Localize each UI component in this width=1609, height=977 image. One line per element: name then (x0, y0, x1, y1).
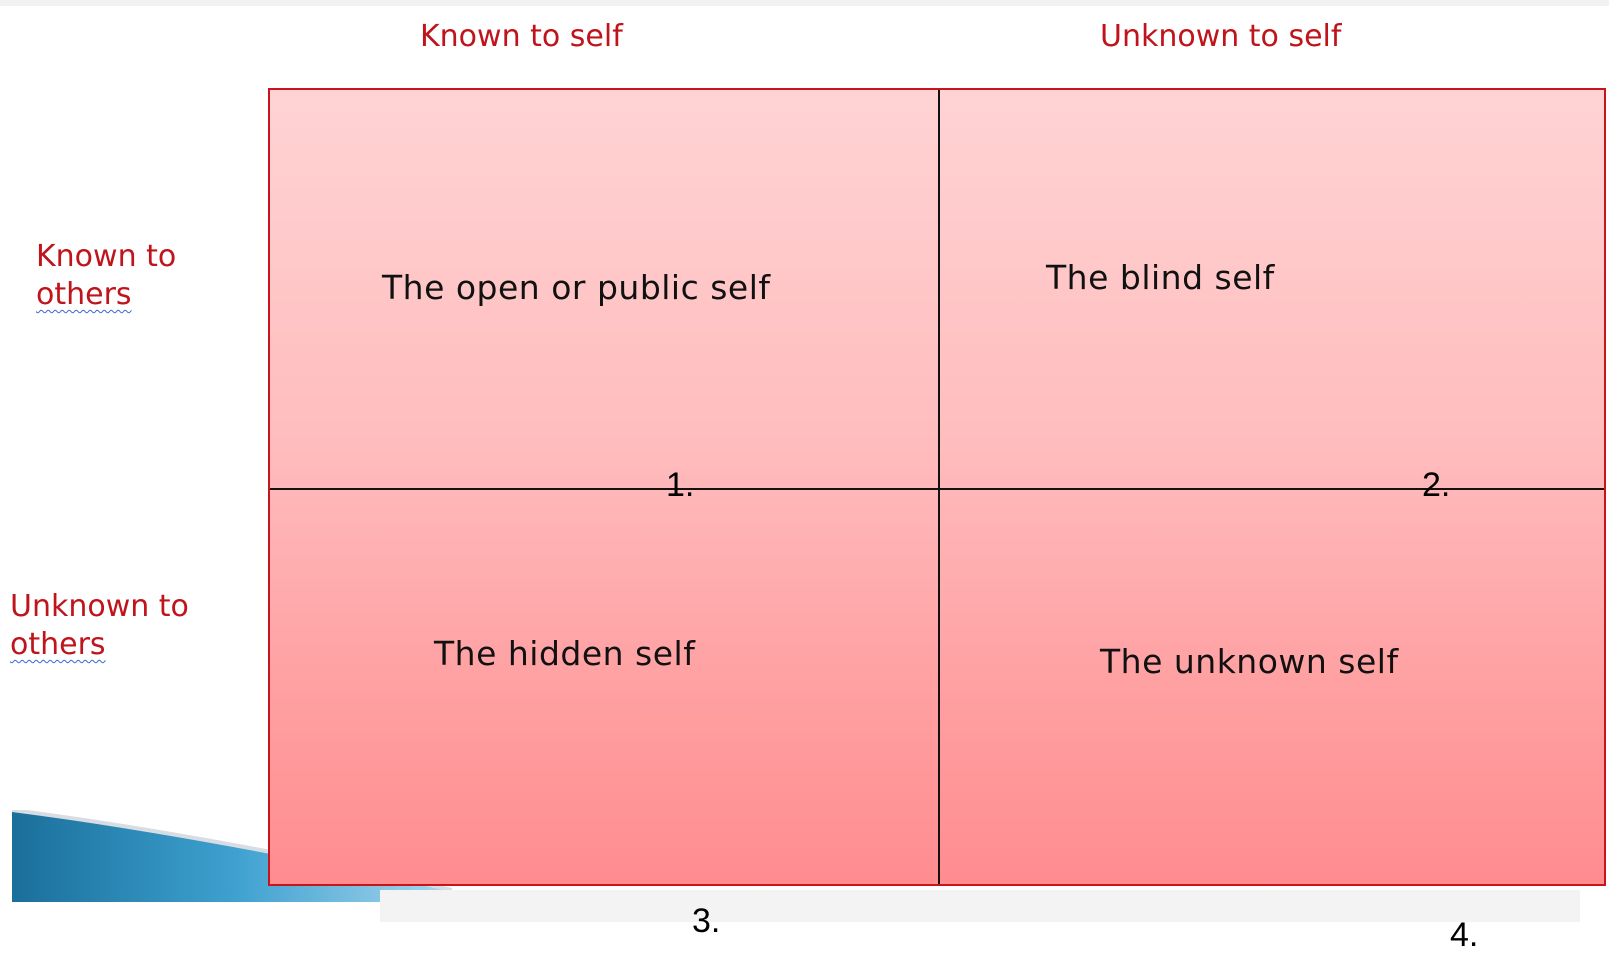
quadrant-number-4: 4. (1450, 916, 1479, 954)
quadrant-number-3: 3. (692, 902, 721, 940)
row-header-known-to-others: Known to others (36, 238, 176, 314)
row-header-unknown-to-others: Unknown to others (10, 588, 189, 664)
horizontal-divider (270, 488, 1604, 490)
vertical-divider (938, 90, 940, 884)
column-header-known-to-self: Known to self (420, 19, 623, 54)
top-decorative-strip (0, 0, 1609, 6)
johari-window-grid: The open or public self The blind self T… (268, 88, 1606, 886)
column-header-unknown-to-self: Unknown to self (1100, 19, 1342, 54)
quadrant-blind-self: The blind self (1046, 258, 1275, 297)
bottom-decorative-strip (380, 890, 1580, 922)
quadrant-open-self: The open or public self (382, 268, 771, 307)
quadrant-hidden-self: The hidden self (434, 634, 696, 673)
row-header-line2: others (36, 277, 132, 312)
row-header-line1: Known to (36, 239, 177, 274)
row-header-line2: others (10, 627, 106, 662)
row-header-line1: Unknown to (10, 589, 189, 624)
quadrant-number-2: 2. (1422, 466, 1451, 504)
quadrant-unknown-self: The unknown self (1100, 642, 1399, 681)
quadrant-number-1: 1. (666, 466, 695, 504)
cropped-title-fragment: ▬▬▬▬▬▬ (700, 0, 1220, 10)
